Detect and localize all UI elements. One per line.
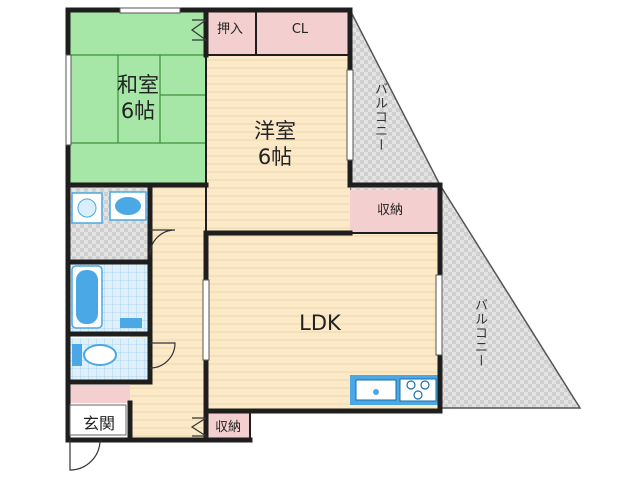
shuno-lower-room	[206, 412, 250, 442]
toilet-icon	[72, 344, 117, 366]
balcony-label-lower: バルコニー	[472, 298, 487, 368]
shuno-upper-label: 収納	[376, 203, 403, 218]
closet-label: CL	[291, 22, 309, 37]
tatami-seams	[68, 54, 206, 144]
washitsu-size: 6帖	[120, 99, 156, 123]
washitsu-name: 和室	[117, 73, 159, 97]
shuno-upper-room	[350, 190, 438, 233]
washitsu-label: 和室 6帖	[108, 72, 168, 124]
genkan-label: 玄関	[82, 414, 115, 433]
ldk-label: LDK	[299, 311, 341, 335]
balcony-lower	[439, 182, 582, 409]
youshitsu-room	[206, 55, 350, 233]
oshiire-room	[206, 10, 256, 55]
washitsu-room	[68, 10, 206, 185]
balcony-label-upper: バルコニー	[372, 82, 387, 152]
youshitsu-label: 洋室 6帖	[240, 118, 310, 170]
genkan-pink-strip	[68, 385, 130, 403]
youshitsu-size: 6帖	[257, 145, 293, 169]
thin-walls	[205, 10, 440, 442]
oshiire-label: 押入	[216, 22, 243, 37]
shuno-lower-label: 収納	[214, 420, 241, 435]
closet-room	[256, 10, 350, 55]
youshitsu-name: 洋室	[254, 119, 296, 143]
kitchen-counter	[350, 375, 440, 405]
doors	[69, 19, 209, 471]
windows	[65, 7, 443, 361]
genkan-area	[68, 403, 130, 440]
